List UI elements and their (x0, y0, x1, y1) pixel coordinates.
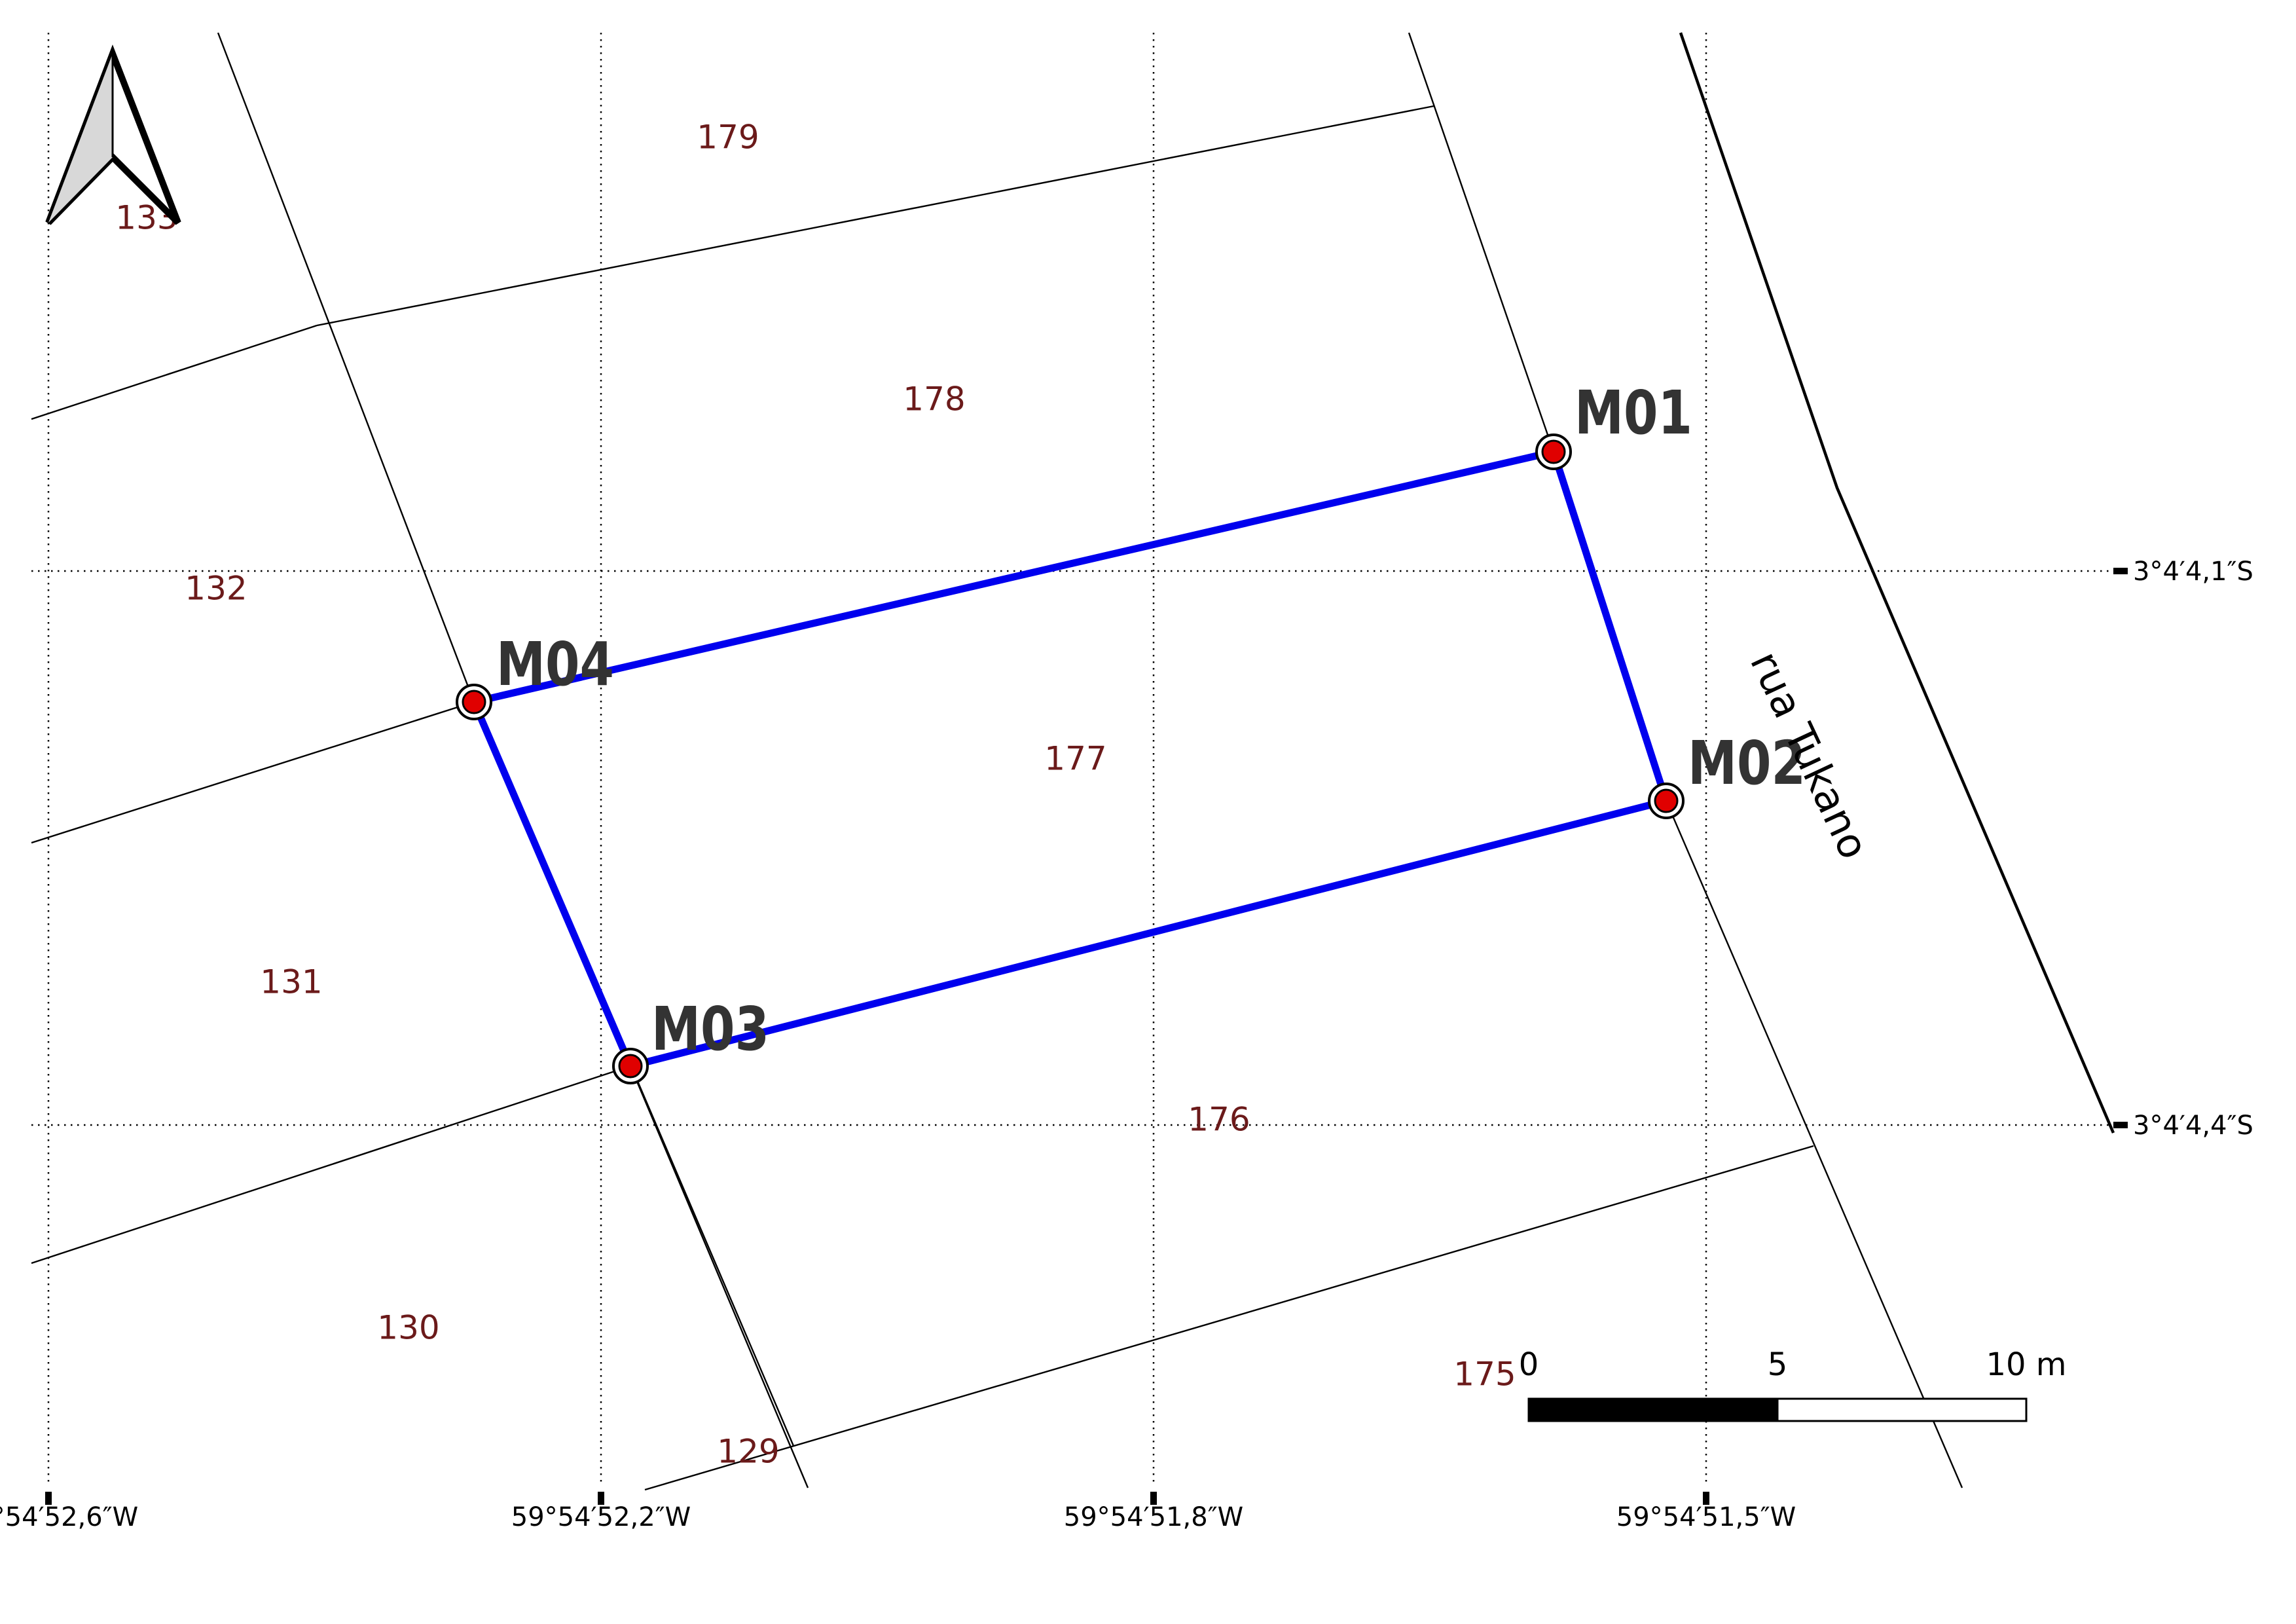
lot-line (31, 701, 475, 844)
latitude-label: 3°4′4,4″S (2133, 1111, 2253, 1141)
lot-line (316, 105, 1434, 327)
lot-line (217, 32, 475, 703)
lot-label: 175 (1453, 1356, 1516, 1393)
lot-line (31, 324, 318, 420)
longitude-label: 59°54′52,2″W (511, 1502, 691, 1532)
scale-bar-segment-light (1776, 1397, 2028, 1422)
lot-line (31, 1065, 631, 1264)
point-label-m03: M03 (651, 994, 769, 1064)
point-label-m01: M01 (1575, 378, 1692, 448)
vertex-marker-m04[interactable] (456, 684, 492, 720)
graticule (31, 33, 2113, 1486)
lot-line (629, 1065, 809, 1488)
lot-line (644, 1145, 1814, 1491)
lot-label: 132 (185, 570, 247, 608)
tick-lon-1 (45, 1492, 52, 1505)
lot-label: 130 (377, 1309, 439, 1347)
vertex-marker-m01[interactable] (1535, 434, 1572, 470)
lot-label: 178 (903, 380, 965, 418)
point-label-m04: M04 (496, 629, 614, 699)
street-edge-line (1679, 32, 2115, 1134)
frame-ticks (45, 568, 2128, 1505)
scale-bar-segment-dark (1527, 1397, 1779, 1422)
latitude-label: 3°4′4,1″S (2133, 557, 2253, 587)
scale-bar: 0 5 10 m (1519, 1346, 2067, 1422)
tick-lon-4 (1703, 1492, 1709, 1505)
longitude-label: 59°54′51,5″W (1616, 1502, 1796, 1532)
vertex-marker-m03[interactable] (612, 1048, 649, 1084)
point-label-m02: M02 (1688, 728, 1806, 798)
tick-lon-2 (598, 1492, 604, 1505)
tick-lon-3 (1150, 1492, 1157, 1505)
lot-label: 131 (260, 963, 322, 1001)
tick-lat-2 (2113, 1122, 2128, 1128)
lot-lines (31, 32, 1963, 1491)
lot-line (1408, 32, 1555, 452)
vertex-markers (456, 434, 1685, 1084)
lot-line (634, 1075, 795, 1447)
lot-label: 129 (717, 1433, 779, 1471)
vertex-marker-m02[interactable] (1648, 783, 1685, 819)
lot-label: 176 (1188, 1101, 1250, 1139)
lot-line (1665, 800, 1963, 1488)
lot-label: 177 (1044, 740, 1106, 778)
lot-label: 179 (697, 119, 759, 157)
scale-bar-label: 10 m (1986, 1346, 2066, 1383)
scale-bar-label: 0 (1519, 1346, 1539, 1383)
tick-lat-1 (2113, 568, 2128, 574)
longitude-label: 59°54′52,6″W (0, 1502, 138, 1532)
scale-bar-label: 5 (1768, 1346, 1788, 1383)
longitude-label: 59°54′51,8″W (1064, 1502, 1243, 1532)
north-arrow-icon (45, 45, 181, 225)
